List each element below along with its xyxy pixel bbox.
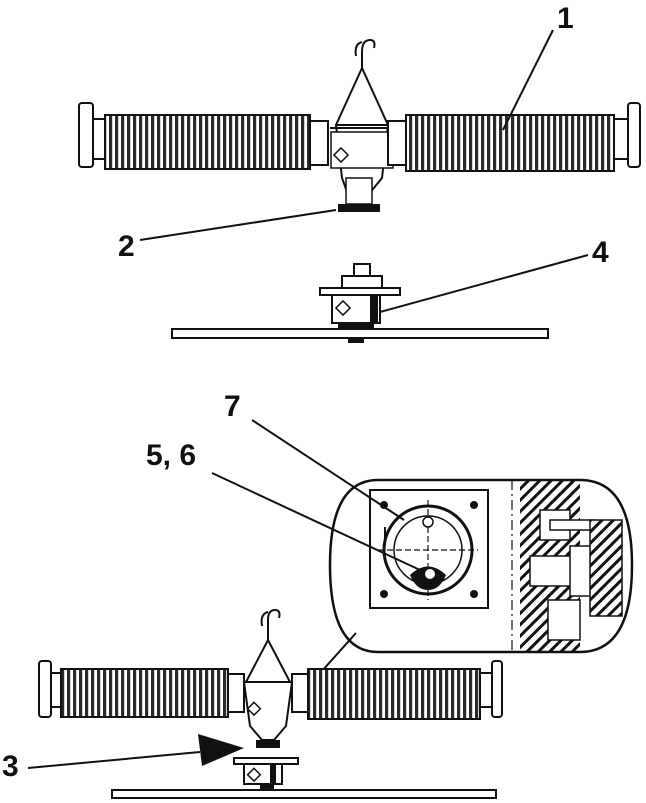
base-plate-assembly: 4 bbox=[171, 236, 609, 343]
left-bushing bbox=[78, 102, 329, 170]
right-bushing bbox=[387, 102, 641, 172]
leader-line-7 bbox=[251, 419, 405, 521]
insert-arrow-icon bbox=[198, 734, 244, 766]
top-assembly: 1 2 bbox=[78, 2, 641, 263]
center-enclosure bbox=[330, 124, 394, 212]
detail-view: 7 5, 6 bbox=[146, 390, 634, 701]
callout-3: 3 bbox=[2, 750, 19, 783]
base-plate bbox=[111, 789, 497, 799]
lower-assembly: 3 bbox=[2, 608, 503, 799]
lift-hook-icon bbox=[260, 608, 281, 640]
bolt-marker-icon bbox=[334, 299, 352, 317]
lift-hook-icon bbox=[354, 38, 376, 68]
leader-line-1 bbox=[502, 29, 554, 131]
base-plate bbox=[171, 328, 549, 339]
callout-7: 7 bbox=[224, 390, 241, 423]
callout-2: 2 bbox=[118, 230, 135, 263]
bolt-marker-icon bbox=[246, 767, 262, 783]
callout-1: 1 bbox=[557, 2, 574, 35]
leader-line-2 bbox=[139, 209, 337, 241]
detail-outline bbox=[328, 478, 634, 654]
bolt-marker-icon bbox=[246, 701, 262, 717]
bolt-marker-icon bbox=[332, 146, 350, 164]
lift-sling bbox=[335, 67, 389, 126]
leader-line-4 bbox=[379, 254, 589, 313]
callout-5-6: 5, 6 bbox=[146, 439, 196, 472]
leader-line-5-6 bbox=[211, 472, 421, 571]
callout-4: 4 bbox=[592, 236, 609, 269]
